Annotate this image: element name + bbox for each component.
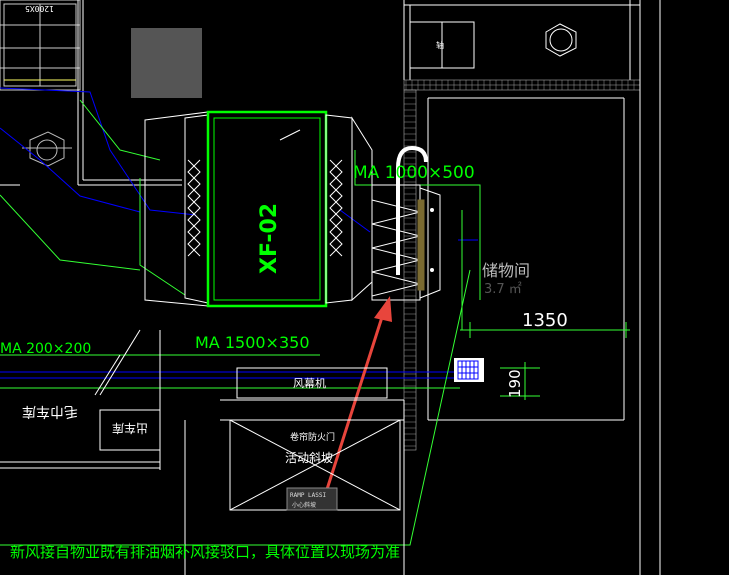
fresh-air-note: 新风接自物业既有排油烟补风接驳口，具体位置以现场为准 [10, 543, 400, 561]
green-leaders [0, 99, 630, 546]
ramp-sign [286, 487, 338, 511]
left-label-2: 出车库 [112, 421, 148, 436]
supply-grille [454, 358, 484, 382]
dimension-190: 190 [506, 369, 524, 398]
shaft-block [131, 28, 202, 98]
left-walls [0, 0, 182, 186]
storage-room-outline [427, 0, 661, 575]
duct-size-1000: MA 1000×500 [353, 163, 475, 183]
ramp-sign-line2: 小心斜坡 [292, 501, 316, 509]
room-area: 3.7 ㎡ [484, 282, 522, 297]
blue-ducts [0, 87, 478, 379]
hatched-wall-left [403, 89, 417, 451]
ramp-sign-line1: RAMP LASSI [290, 492, 327, 499]
pointer-arrow [320, 296, 392, 506]
top-right-structure [403, 0, 640, 80]
duct-size-1500: MA 1500×350 [195, 333, 310, 352]
fixture-left [22, 131, 72, 167]
left-label-1: 毛巾车库 [22, 403, 78, 420]
fan-label: 风幕机 [293, 376, 326, 390]
hatch-left-pattern [404, 91, 416, 447]
room-name: 储物间 [482, 261, 530, 280]
roller-door-label: 卷帘防火门 [290, 431, 335, 443]
top-left-code-label: 1200X5 [25, 4, 54, 13]
xf-02-unit [144, 110, 373, 308]
movable-slope-label: 活动斜坡 [285, 451, 333, 465]
fresh-air-hook [396, 145, 428, 275]
louver-section [371, 184, 441, 301]
equipment-tag: XF-02 [257, 203, 282, 274]
dimension-1350: 1350 [522, 310, 568, 331]
lower-structure [0, 329, 405, 575]
top-right-mark: 轴 [436, 40, 444, 50]
duct-size-200: MA 200×200 [0, 341, 91, 357]
hatched-wall-top [403, 79, 641, 91]
hatch-top-pattern [405, 80, 635, 90]
